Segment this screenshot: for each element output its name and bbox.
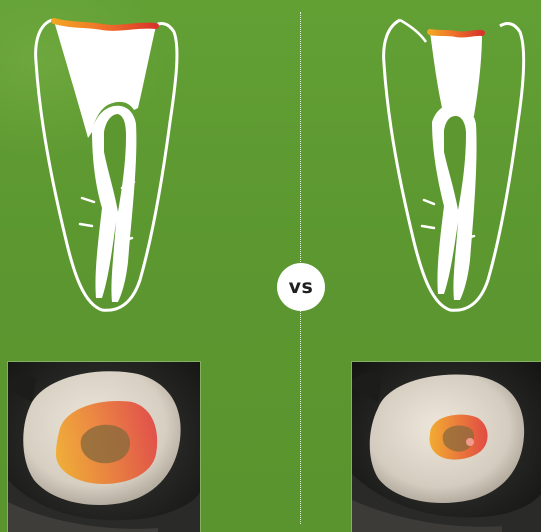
pulp-chamber <box>81 425 130 464</box>
vs-badge: vs <box>277 263 325 311</box>
right-tooth-diagram <box>378 12 528 314</box>
access-cavity <box>430 32 482 116</box>
access-edge-highlight <box>430 32 482 35</box>
right-occlusal-photo <box>351 361 541 532</box>
vs-label: vs <box>289 276 314 298</box>
left-tooth-diagram <box>32 12 182 314</box>
left-occlusal-photo <box>7 361 201 532</box>
